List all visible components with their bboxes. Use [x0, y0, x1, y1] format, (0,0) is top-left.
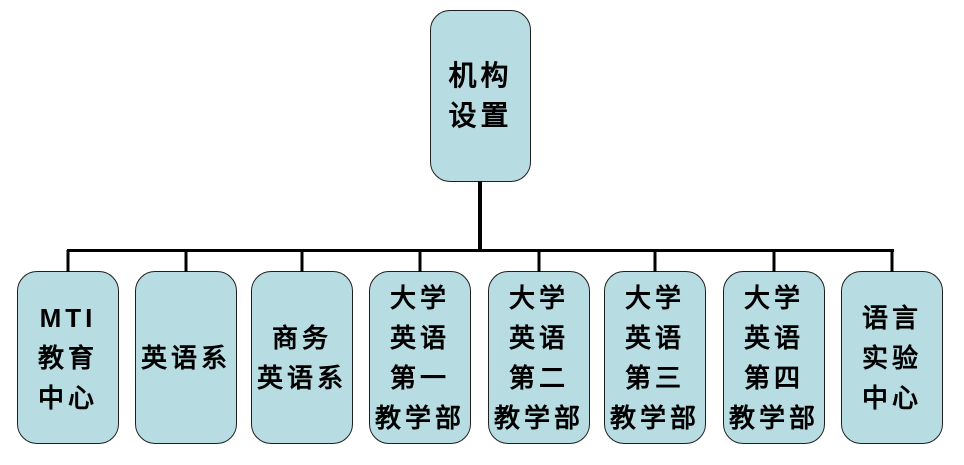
node-label: 大学 英语 第二 教学部: [493, 282, 584, 433]
node-root-label: 机构 设置: [448, 60, 513, 131]
node-label: MTI 教育 中心: [37, 302, 98, 413]
node-label: 商务 英语系: [256, 322, 347, 393]
node-language-lab-center: 语言 实验 中心: [841, 271, 943, 444]
node-label: 英语系: [140, 342, 231, 373]
node-college-english-teaching-dept-2: 大学 英语 第二 教学部: [488, 271, 590, 444]
node-label: 大学 英语 第四 教学部: [728, 282, 819, 433]
node-label: 语言 实验 中心: [861, 302, 922, 413]
node-label: 大学 英语 第一 教学部: [374, 282, 465, 433]
node-college-english-teaching-dept-4: 大学 英语 第四 教学部: [723, 271, 825, 444]
connector-bus: [67, 249, 894, 252]
node-root: 机构 设置: [430, 10, 531, 182]
node-college-english-teaching-dept-3: 大学 英语 第三 教学部: [604, 271, 706, 444]
node-label: 大学 英语 第三 教学部: [609, 282, 700, 433]
node-business-english-department: 商务 英语系: [251, 271, 353, 444]
connector-root-stem: [478, 181, 482, 250]
node-mti-education-center: MTI 教育 中心: [17, 271, 119, 444]
node-college-english-teaching-dept-1: 大学 英语 第一 教学部: [369, 271, 471, 444]
node-english-department: 英语系: [135, 271, 237, 444]
